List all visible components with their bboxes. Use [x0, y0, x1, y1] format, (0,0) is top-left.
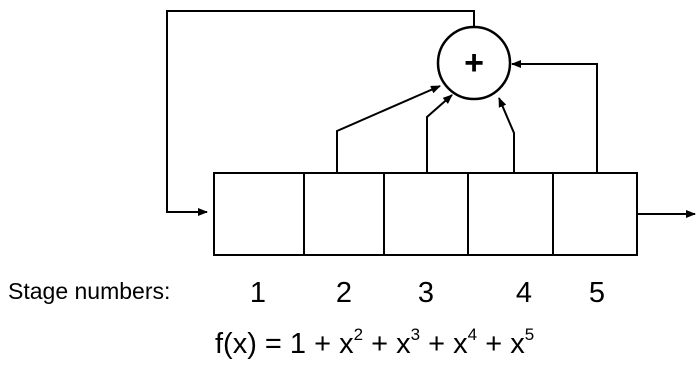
shift-register	[213, 172, 638, 256]
formula-exponent-4: 4	[467, 325, 478, 344]
stage-number-2: 2	[335, 277, 353, 309]
formula-term-5: + x	[477, 328, 525, 360]
tap-stage-5	[511, 60, 598, 173]
stage-number-3: 3	[417, 277, 435, 309]
formula-exponent-5: 5	[524, 325, 535, 344]
formula-lead: f(x) = 1 + x	[215, 328, 354, 360]
polynomial-formula: f(x) = 1 + x2 + x3 + x4 + x5	[215, 326, 534, 360]
feedback-line	[166, 10, 475, 216]
stage-number-4: 4	[515, 277, 533, 309]
tap-stage-4	[498, 97, 515, 173]
register-cell-1	[213, 172, 305, 256]
register-cell-2	[303, 172, 385, 256]
register-cell-4	[467, 172, 554, 256]
stage-number-1: 1	[249, 277, 267, 309]
tap-stage-3	[426, 94, 453, 173]
formula-exponent-3: 3	[410, 325, 421, 344]
stage-number-5: 5	[588, 277, 606, 309]
register-cell-3	[383, 172, 469, 256]
stage-numbers-caption: Stage numbers:	[8, 278, 171, 304]
tap-stage-2	[336, 85, 441, 173]
formula-exponent-2: 2	[353, 325, 364, 344]
formula-term-4: + x	[420, 328, 468, 360]
formula-term-3: + x	[363, 328, 411, 360]
register-cell-5	[552, 172, 638, 256]
adder-plus-symbol: +	[464, 44, 484, 82]
